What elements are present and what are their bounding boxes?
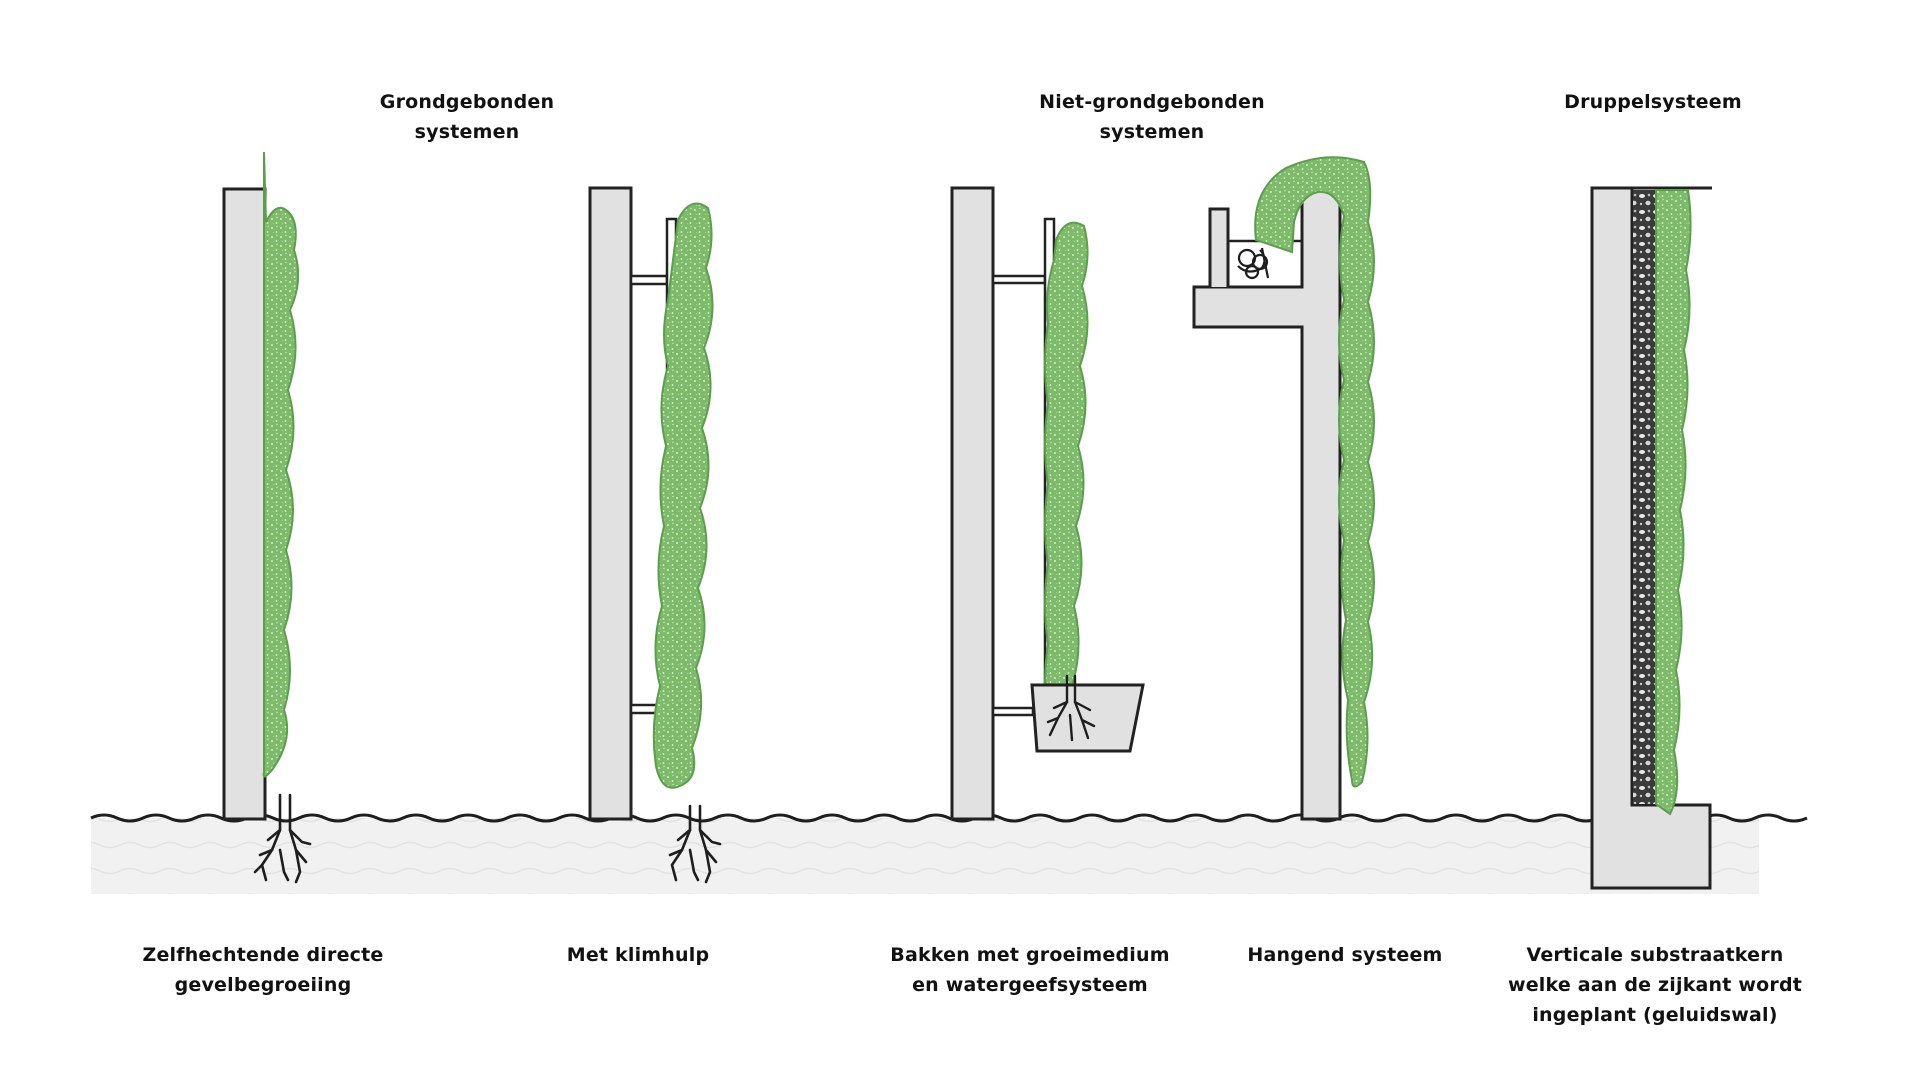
heading-line: systemen xyxy=(1099,121,1205,143)
bracket xyxy=(991,706,1035,717)
heading-ground-bound: Grondgebonden systemen xyxy=(367,87,567,147)
system-self-clinging xyxy=(222,151,312,884)
ground xyxy=(90,813,1808,894)
roots xyxy=(253,793,312,884)
heading-line: Niet-grondgebonden xyxy=(1039,91,1265,113)
caption-line: en watergeefsysteem xyxy=(912,974,1148,996)
climbing-plant xyxy=(262,151,300,778)
ground-surface-line xyxy=(90,813,1808,823)
facade-wall xyxy=(588,186,633,821)
facade-wall xyxy=(950,186,995,821)
system-climbing-aid xyxy=(588,186,722,884)
heading-line: systemen xyxy=(414,121,520,143)
plant-layer xyxy=(1655,189,1692,816)
system-hanging xyxy=(1192,156,1375,821)
system-substrate-core xyxy=(1590,186,1712,890)
climbing-plant xyxy=(652,202,714,789)
heading-non-ground-bound: Niet-grondgebonden systemen xyxy=(1032,87,1272,147)
caption-line: gevelbegroeiing xyxy=(174,974,352,996)
bracket xyxy=(629,274,669,286)
caption-line: Bakken met groeimedium xyxy=(890,944,1170,966)
caption-line: ingeplant (geluidswal) xyxy=(1532,1004,1778,1026)
bracket xyxy=(991,274,1047,285)
substrate-core xyxy=(1633,190,1655,804)
caption-line: Hangend systeem xyxy=(1247,944,1443,966)
caption-planters: Bakken met groeimedium en watergeefsyste… xyxy=(880,940,1180,1000)
caption-hanging: Hangend systeem xyxy=(1235,940,1455,970)
caption-climbing-aid: Met klimhulp xyxy=(538,940,738,970)
planter-upright xyxy=(1208,207,1230,287)
roots xyxy=(1046,674,1096,742)
caption-line: Met klimhulp xyxy=(566,944,710,966)
facade-wall xyxy=(222,187,267,821)
caption-substrate-core: Verticale substraatkern welke aan de zij… xyxy=(1500,940,1810,1030)
climbing-plant xyxy=(1044,221,1089,731)
hanging-plant xyxy=(1254,156,1375,788)
heading-drip-system: Druppelsysteem xyxy=(1553,87,1753,117)
caption-line: Zelfhechtende directe xyxy=(142,944,384,966)
ground-soil xyxy=(91,818,1759,894)
system-planters xyxy=(950,186,1145,821)
caption-self-clinging: Zelfhechtende directe gevelbegroeiing xyxy=(123,940,403,1000)
caption-line: Verticale substraatkern xyxy=(1526,944,1784,966)
root-ball xyxy=(1237,247,1270,280)
heading-line: Grondgebonden xyxy=(379,91,555,113)
caption-line: welke aan de zijkant wordt xyxy=(1507,974,1803,996)
roots xyxy=(668,804,722,884)
planter-box xyxy=(1030,683,1145,753)
heading-line: Druppelsysteem xyxy=(1564,91,1742,113)
